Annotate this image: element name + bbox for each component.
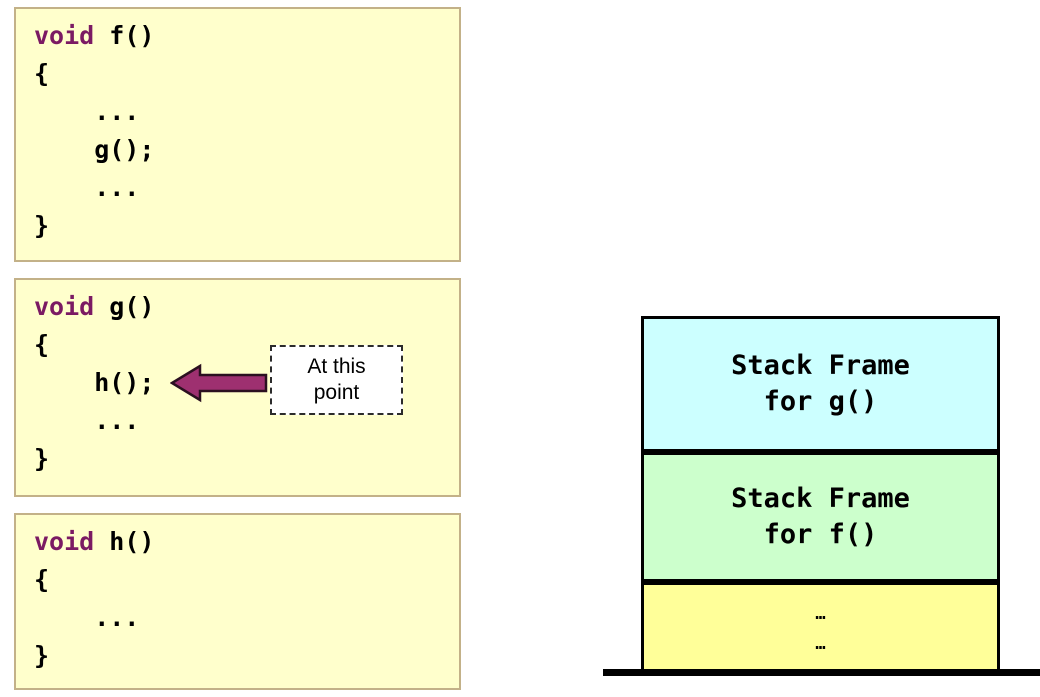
callout-note-at-this-point: At this point [270,345,403,415]
stack-frame-rest-line-1: … [815,604,826,624]
code-line: ... [16,93,459,131]
code-text: ... [34,97,140,126]
code-text: ... [34,406,140,435]
code-text: h() [94,527,155,556]
code-line: void h() [16,523,459,561]
code-line: } [16,440,459,478]
code-box-function-h: void h() { ... } [14,513,461,690]
code-text: g(); [34,135,155,164]
code-line: { [16,326,459,364]
code-text: { [34,565,50,594]
stack-frame-f-line-1: Stack Frame [731,483,910,514]
callout-line-1: At this [307,355,366,378]
callout-line-2: point [313,381,360,404]
stack-baseline [603,669,1040,676]
code-text: g() [94,292,155,321]
code-line: ... [16,169,459,207]
code-line: } [16,207,459,245]
code-text: { [34,330,50,359]
stack-frame-rest-line-2: … [815,634,826,654]
stack-diagram: Stack Frame for g() Stack Frame for f() … [641,316,1000,672]
code-text: } [34,211,50,240]
stack-frame-f-line-2: for f() [763,519,878,550]
stack-frame-g-line-1: Stack Frame [731,350,910,381]
code-line: h(); [16,364,459,402]
code-text: ... [34,603,140,632]
code-text: { [34,59,50,88]
code-line: ... [16,402,459,440]
keyword-void: void [34,292,95,321]
code-text: } [34,641,50,670]
code-text: f() [94,21,155,50]
stack-frame-f: Stack Frame for f() [641,452,1000,582]
code-line: { [16,55,459,93]
stack-frame-remaining: … … [641,582,1000,672]
code-line: void f() [16,17,459,55]
keyword-void: void [34,21,95,50]
code-text: ... [34,173,140,202]
code-text: h(); [34,368,155,397]
code-line: g(); [16,131,459,169]
left-arrow-icon [169,362,268,404]
code-line: void g() [16,288,459,326]
code-line: } [16,637,459,675]
stack-frame-g-line-2: for g() [763,386,878,417]
stack-frame-g: Stack Frame for g() [641,316,1000,452]
code-line: ... [16,599,459,637]
code-text: } [34,444,50,473]
keyword-void: void [34,527,95,556]
code-box-function-f: void f() { ... g(); ... } [14,7,461,262]
code-line: { [16,561,459,599]
